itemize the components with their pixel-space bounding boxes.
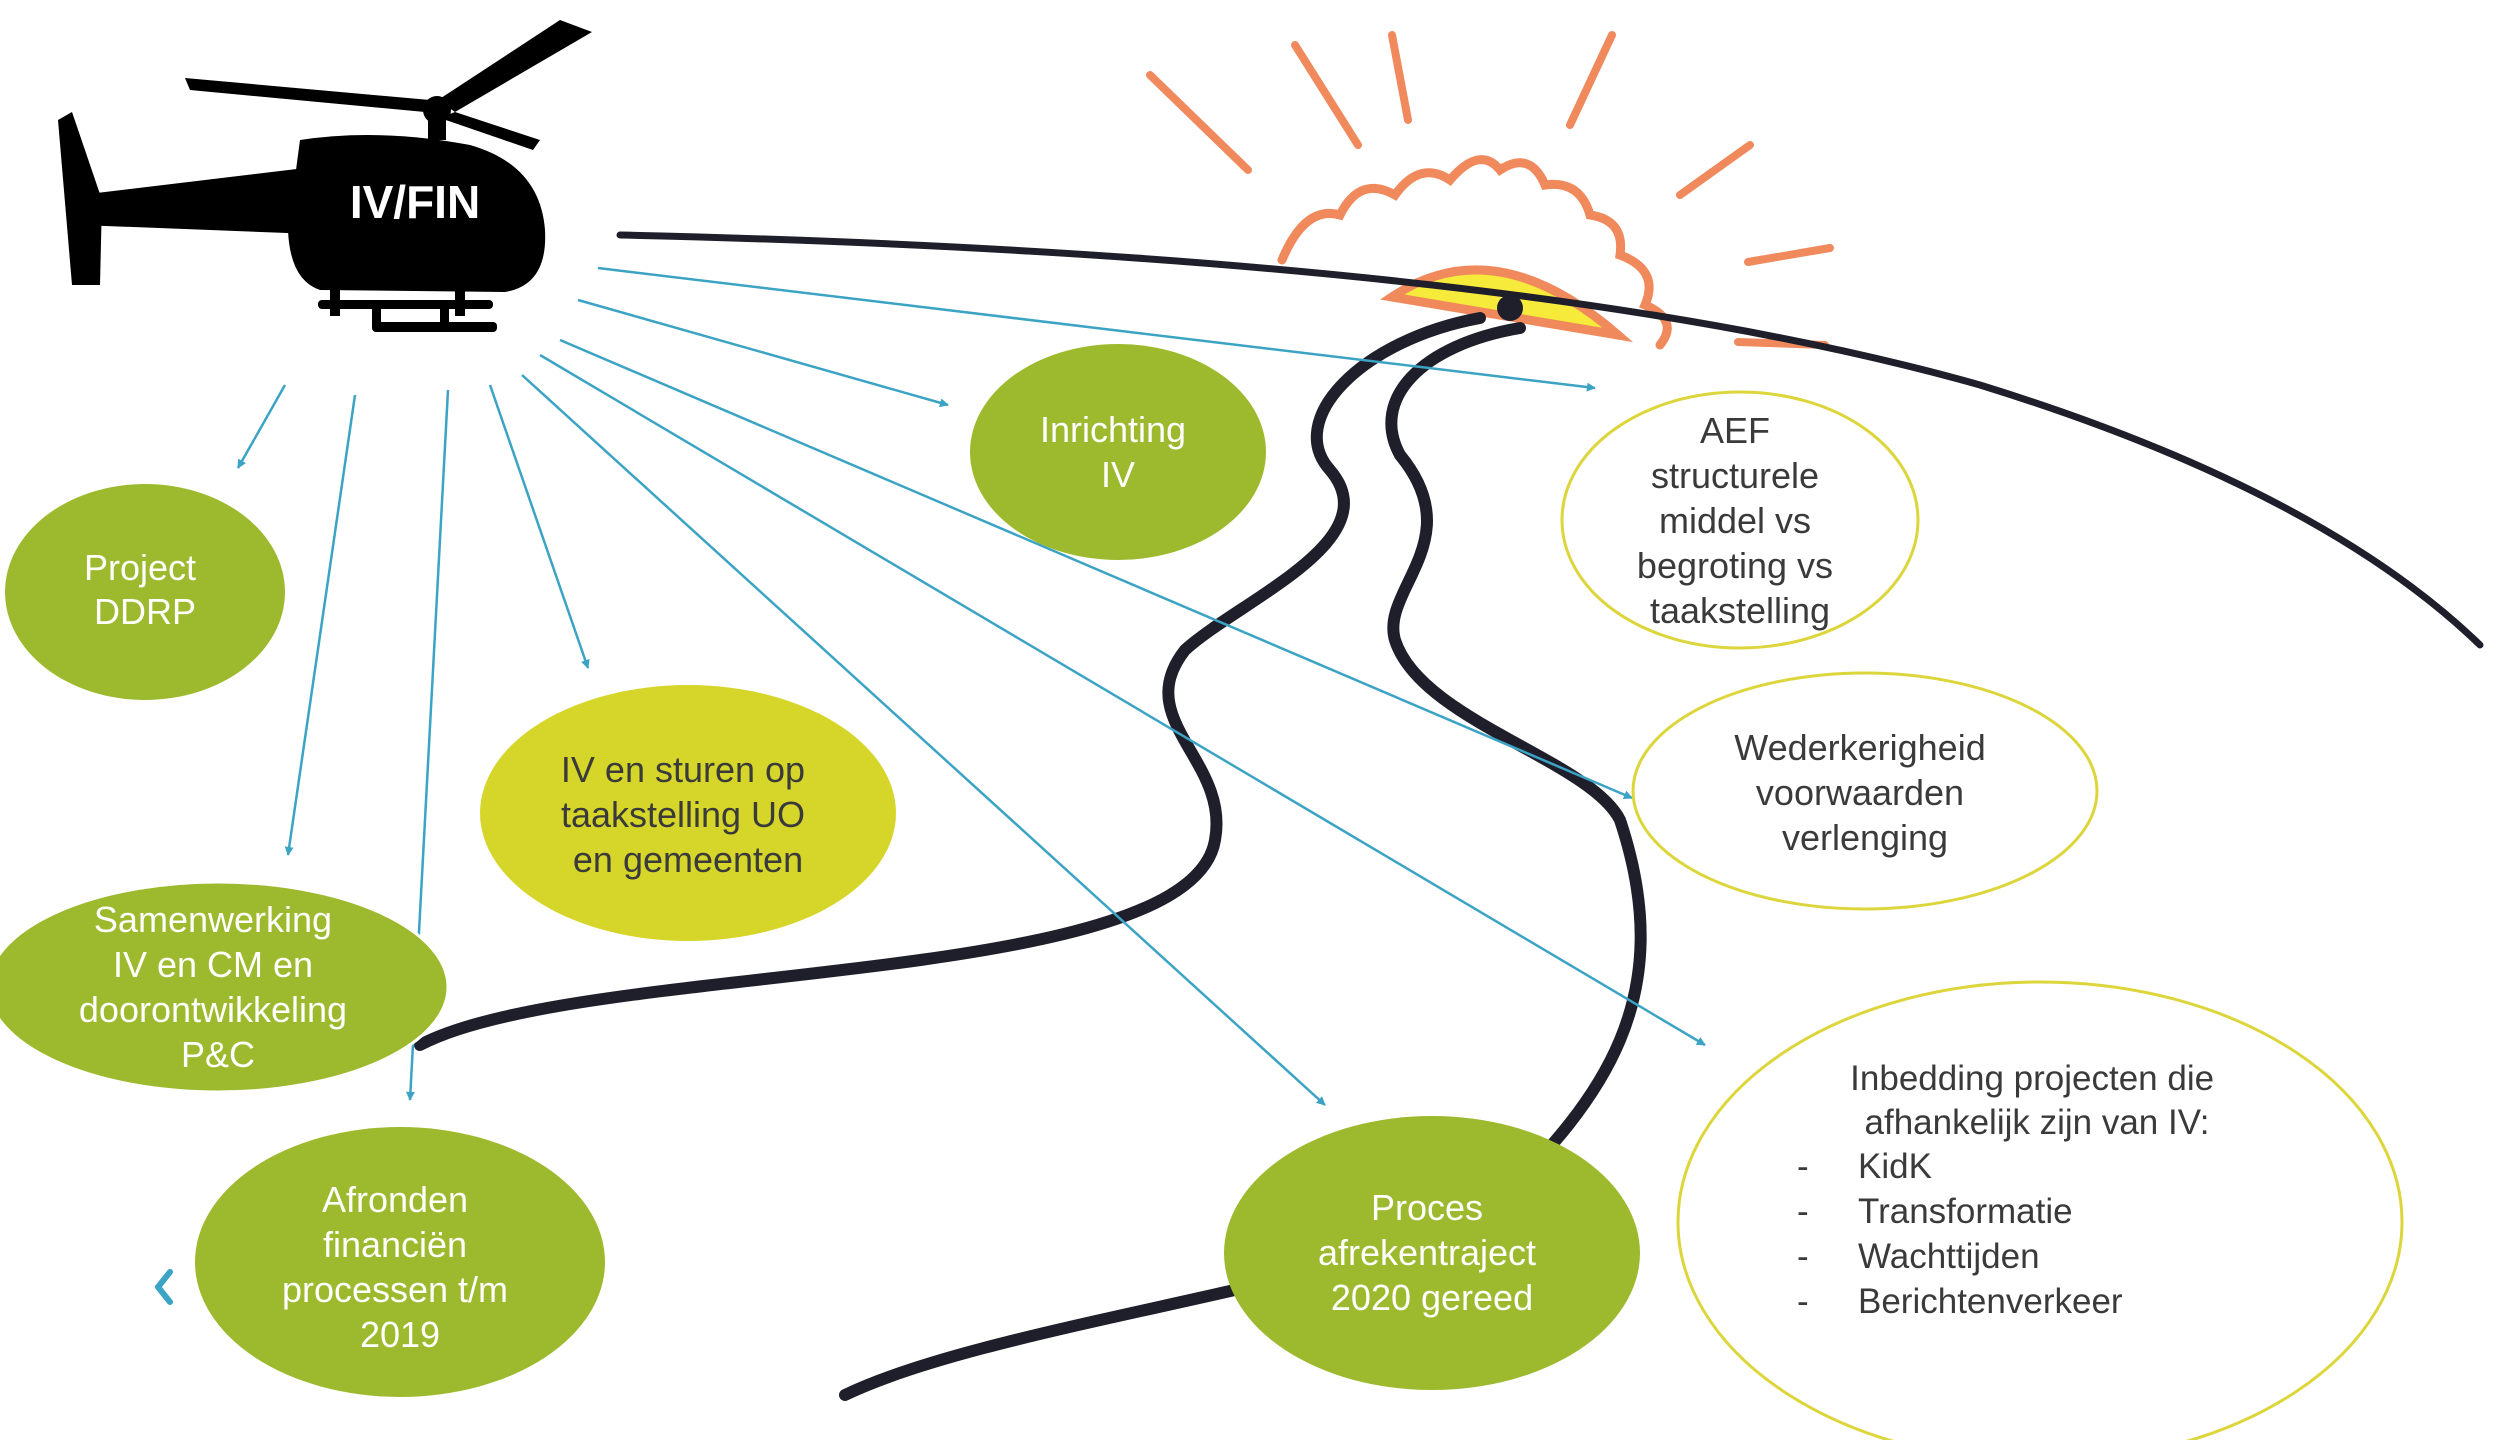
arrow-to-inbedding [539,353,1706,1047]
sun-ray [1744,244,1834,266]
node-heading: Inbedding projecten die afhankelijk zijn… [1850,1059,2224,1142]
node-line: Inbedding projecten die [1850,1059,2214,1098]
arrow-to-project-ddrp [236,384,287,469]
node-line: taakstelling [1650,590,1830,631]
node-label: Proces afrekentraject 2020 gereed [1318,1187,1546,1318]
node-line: afrekentraject [1318,1232,1536,1273]
node-aef: AEF structurele middel vs begroting vs t… [1560,390,1920,650]
node-shape [5,484,285,700]
horizon-line [616,231,2484,649]
list-item: KidK [1858,1147,1932,1186]
node-line: processen t/m [282,1269,508,1310]
node-line: doorontwikkeling [79,989,347,1030]
helicopter-body [288,135,546,292]
node-shape [1676,980,2404,1440]
rotor-blade [438,20,592,112]
node-line: en gemeenten [573,839,803,880]
node-line: Afronden [322,1179,468,1220]
arrow-to-aef [597,266,1596,392]
skid [372,322,497,332]
sun-corona [1277,155,1672,350]
sun-icon [1146,31,1834,350]
road-left-edge [414,312,1486,1051]
sun-ray [1566,31,1616,129]
helicopter-label: IV/FIN [350,176,480,228]
sun-ray [1388,31,1412,124]
node-inrichting: Inrichting IV [970,344,1266,560]
arrow-to-proces [521,374,1326,1106]
node-line: financiën [323,1224,467,1265]
node-shape [0,880,450,1094]
node-line: 2019 [360,1314,440,1355]
node-line: 2020 gereed [1331,1277,1533,1318]
node-samenwerking: Samenwerking IV en CM en doorontwikkelin… [0,880,450,1094]
helicopter-icon [58,20,592,332]
list-item: Wachttijden [1858,1237,2040,1276]
list-bullet: - [1797,1147,1809,1186]
node-line: AEF [1700,410,1770,451]
node-line: Samenwerking [94,899,332,940]
node-line: middel vs [1659,500,1811,541]
node-line: begroting vs [1637,545,1833,586]
skid [318,300,493,309]
list-bullet: - [1797,1237,1809,1276]
sun-ray [1146,71,1252,174]
node-line: Inrichting [1040,409,1186,450]
node-line: Project [84,547,196,588]
node-line: verlenging [1782,817,1948,858]
node-inbedding: Inbedding projecten die afhankelijk zijn… [1676,980,2404,1440]
sun-ray [1676,141,1754,199]
node-label: Project DDRP [84,547,206,632]
node-line: IV [1101,454,1135,495]
node-iv-sturen: IV en sturen op taakstelling UO en gemee… [480,685,896,941]
skid-strut [440,305,449,327]
node-line: DDRP [94,591,196,632]
rotor-mast [428,110,446,140]
node-line: structurele [1651,455,1819,496]
arrow-to-inrichting [577,298,949,408]
node-line: afhankelijk zijn van IV: [1865,1103,2210,1142]
arrow-to-iv-sturen [488,384,590,669]
sun-ray [1291,41,1362,149]
node-label: Wederkerigheid voorwaarden verlenging [1734,727,1996,858]
list-item: Transformatie [1858,1192,2073,1231]
node-line: P&C [181,1034,255,1075]
rotor-blade [185,78,430,112]
sun-rays [1146,31,1834,349]
node-proces: Proces afrekentraject 2020 gereed [1224,1116,1640,1390]
node-shape [195,1127,605,1397]
node-shape [1631,671,2099,911]
arrow-to-samenwerking [284,394,357,856]
node-label: Inrichting IV [1040,409,1196,495]
node-afronden: Afronden financiën processen t/m 2019 [195,1127,605,1397]
node-wederkerigheid: Wederkerigheid voorwaarden verlenging [1631,671,2099,911]
list-item: Berichtenverkeer [1858,1282,2123,1321]
node-project-ddrp: Project DDRP [5,484,285,700]
tail-boom [80,165,340,235]
node-shape [1224,1116,1640,1390]
road-vanishing-point [1497,295,1523,321]
node-list: - KidK - Transformatie - Wachttijden - B… [1797,1147,2123,1321]
node-line: taakstelling UO [561,794,805,835]
node-label: Samenwerking IV en CM en doorontwikkelin… [79,899,357,1075]
node-shape [480,685,896,941]
list-bullet: - [1797,1282,1809,1321]
node-line: Proces [1371,1187,1483,1228]
arrow-to-wederkerigheid [559,338,1633,800]
node-line: Wederkerigheid [1734,727,1985,768]
node-line: voorwaarden [1756,772,1964,813]
chevron-left-icon[interactable] [155,1269,173,1305]
rotor-blade [440,112,540,150]
node-label: IV en sturen op taakstelling UO en gemee… [561,749,815,880]
list-bullet: - [1797,1192,1809,1231]
node-label: AEF structurele middel vs begroting vs t… [1637,410,1843,631]
node-shape [970,344,1266,560]
node-line: IV en sturen op [561,749,805,790]
node-line: IV en CM en [113,944,313,985]
skid-strut [372,305,381,327]
node-shape [1560,390,1920,650]
node-label: Afronden financiën processen t/m 2019 [282,1179,518,1355]
arrows [236,266,1706,1106]
